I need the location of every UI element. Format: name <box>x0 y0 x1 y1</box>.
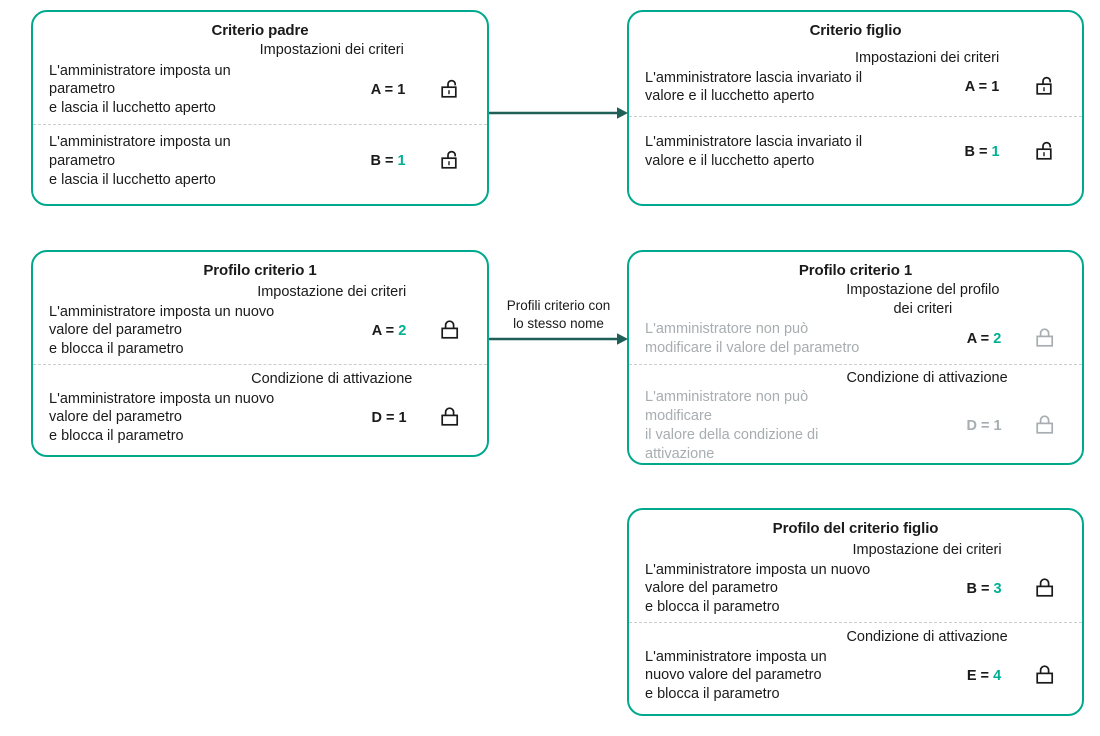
card-section: Impostazione dei criteri L'amministrator… <box>33 279 487 364</box>
section-description: L'amministratore lascia invariato il val… <box>645 69 863 105</box>
section-value: B = 3 <box>966 580 1002 597</box>
arrow-parent-to-child <box>489 106 629 120</box>
section-description: L'amministratore imposta un nuovo valore… <box>645 648 827 703</box>
card-profilo-criterio-1-right: Profilo criterio 1 Impostazione del prof… <box>627 250 1084 465</box>
card-section: L'amministratore imposta un parametro e … <box>33 124 487 190</box>
card-section: Impostazioni dei criteri L'amministrator… <box>33 39 487 124</box>
section-heading: Impostazione dei criteri <box>852 542 1002 558</box>
lock-closed-icon <box>1026 327 1066 351</box>
card-section: Impostazioni dei criteri L'amministrator… <box>629 39 1082 116</box>
card-profilo-criterio-1-left: Profilo criterio 1 Impostazione dei crit… <box>31 250 489 457</box>
card-title: Profilo criterio 1 <box>203 262 317 279</box>
section-description: L'amministratore imposta un parametro e … <box>49 134 231 188</box>
section-heading: Condizione di attivazione <box>251 371 413 388</box>
card-title: Criterio padre <box>211 22 309 39</box>
card-section: Condizione di attivazione L'amministrato… <box>629 622 1082 704</box>
section-description: L'amministratore imposta un nuovo valore… <box>49 303 275 358</box>
section-description: L'amministratore imposta un nuovo valore… <box>49 390 275 445</box>
card-profilo-criterio-figlio: Profilo del criterio figlio Impostazione… <box>627 508 1084 716</box>
card-section: L'amministratore lascia invariato il val… <box>629 116 1082 171</box>
section-heading: Impostazione dei criteri <box>257 284 407 300</box>
card-section: Condizione di attivazione L'amministrato… <box>629 363 1082 464</box>
section-description: L'amministratore lascia invariato il val… <box>645 134 863 170</box>
lock-closed-icon <box>1026 664 1066 688</box>
section-value: A = 2 <box>966 330 1002 347</box>
card-criterio-figlio: Criterio figlio Impostazioni dei criteri… <box>627 10 1084 206</box>
lock-open-icon <box>431 149 471 173</box>
section-value: D = 1 <box>966 418 1002 435</box>
section-heading: Impostazioni dei criteri <box>259 42 404 58</box>
section-description: L'amministratore non può modificare il v… <box>645 321 860 356</box>
lock-closed-icon <box>431 406 471 430</box>
section-value: E = 4 <box>966 667 1002 684</box>
lock-open-icon <box>1026 140 1066 164</box>
section-description: L'amministratore imposta un parametro e … <box>49 62 231 117</box>
card-section: Impostazione dei criteri L'amministrator… <box>629 537 1082 622</box>
lock-open-icon <box>431 78 471 102</box>
card-criterio-padre: Criterio padre Impostazioni dei criteri … <box>31 10 489 206</box>
card-section: Condizione di attivazione L'amministrato… <box>33 364 487 446</box>
section-heading: Impostazioni dei criteri <box>854 50 1000 66</box>
lock-closed-icon <box>1026 414 1066 438</box>
section-value: A = 1 <box>964 79 1000 96</box>
lock-closed-icon <box>1026 577 1066 601</box>
card-title: Criterio figlio <box>809 22 902 39</box>
card-section: Impostazione del profilo dei criteri L'a… <box>629 279 1082 364</box>
section-heading: Impostazione del profilo dei criteri <box>846 282 1000 317</box>
card-title: Profilo del criterio figlio <box>772 520 939 537</box>
section-value: D = 1 <box>371 409 407 426</box>
section-heading: Condizione di attivazione <box>846 629 1008 646</box>
lock-closed-icon <box>431 319 471 343</box>
card-title: Profilo criterio 1 <box>798 262 913 279</box>
section-value: B = 1 <box>964 144 1000 161</box>
section-description: L'amministratore non può modificare il v… <box>645 389 819 462</box>
section-value: A = 2 <box>371 322 407 339</box>
section-value: B = 1 <box>370 153 406 170</box>
arrow-middle-label: Profili criterio con lo stesso nome <box>506 298 611 331</box>
lock-open-icon <box>1026 75 1066 99</box>
section-description: L'amministratore imposta un nuovo valore… <box>645 561 871 616</box>
section-value: A = 1 <box>370 81 406 98</box>
arrow-profile-to-profile <box>489 332 629 346</box>
section-heading: Condizione di attivazione <box>846 369 1008 386</box>
